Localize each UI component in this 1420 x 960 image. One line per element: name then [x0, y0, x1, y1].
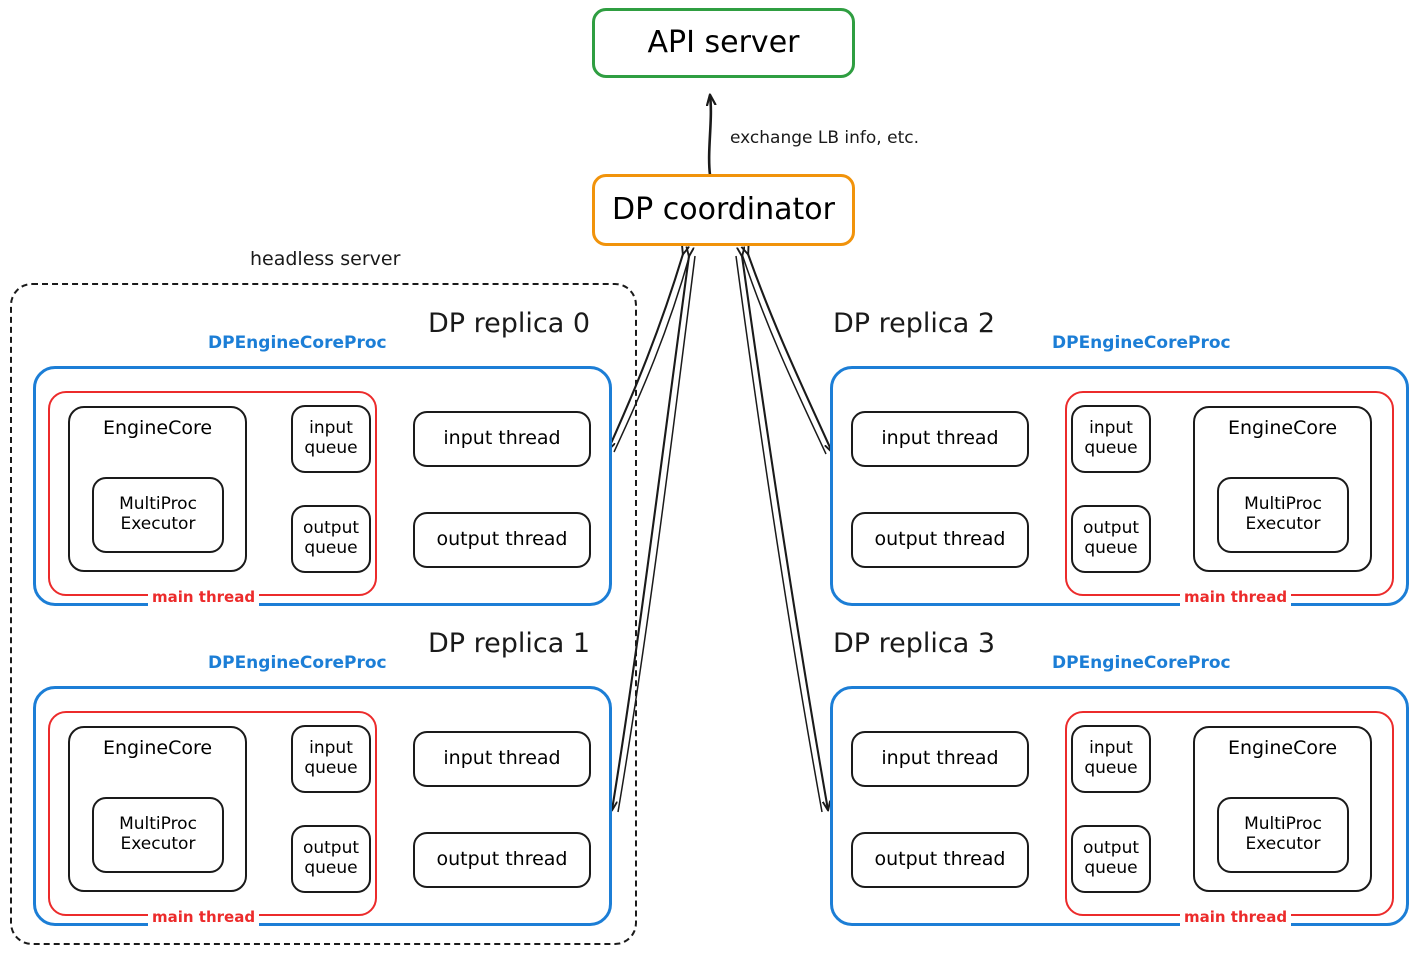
dp-replica-1-multiproc-executor[interactable]: MultiProc Executor: [92, 797, 224, 873]
dp-replica-1-proc-label: DPEngineCoreProc: [208, 653, 387, 673]
output-queue-line1: output: [302, 838, 360, 859]
dp-replica-0-main-thread-label: main thread: [148, 588, 260, 606]
dp-replica-0-title: DP replica 0: [428, 308, 591, 339]
multiproc-executor-line2: Executor: [1245, 834, 1321, 854]
output-queue-line1: output: [1082, 518, 1140, 539]
dp-replica-0-output-thread[interactable]: output thread: [413, 512, 591, 568]
dp-replica-2-title: DP replica 2: [833, 308, 996, 339]
engine-core-label: EngineCore: [1227, 737, 1338, 759]
dp-replica-0-multiproc-executor[interactable]: MultiProc Executor: [92, 477, 224, 553]
dp-replica-3-output-queue[interactable]: output queue: [1071, 825, 1151, 893]
dp-replica-3-title: DP replica 3: [833, 628, 996, 659]
multiproc-executor-line1: MultiProc: [119, 814, 197, 835]
dp-replica-3-output-thread[interactable]: output thread: [851, 832, 1029, 888]
output-queue-line2: queue: [304, 538, 358, 558]
dp-replica-0-input-queue[interactable]: input queue: [291, 405, 371, 473]
dp-replica-0-input-thread[interactable]: input thread: [413, 411, 591, 467]
multiproc-executor-line1: MultiProc: [1244, 814, 1322, 835]
output-thread-label: output thread: [874, 528, 1006, 551]
arrow-coordinator-replica-2: [742, 254, 832, 455]
dp-replica-3-input-queue[interactable]: input queue: [1071, 725, 1151, 793]
multiproc-executor-line1: MultiProc: [1244, 494, 1322, 515]
exchange-info-edge-label: exchange LB info, etc.: [730, 128, 919, 148]
dp-replica-2-multiproc-executor[interactable]: MultiProc Executor: [1217, 477, 1349, 553]
input-queue-line2: queue: [1084, 438, 1138, 458]
api-server-node[interactable]: API server: [592, 8, 855, 78]
dp-replica-2-output-thread[interactable]: output thread: [851, 512, 1029, 568]
input-thread-label: input thread: [881, 747, 999, 770]
output-thread-label: output thread: [436, 848, 568, 871]
arrow-api-coordinator: [709, 95, 711, 175]
dp-coordinator-node[interactable]: DP coordinator: [592, 174, 855, 246]
dp-replica-3-multiproc-executor[interactable]: MultiProc Executor: [1217, 797, 1349, 873]
dp-replica-1-output-queue[interactable]: output queue: [291, 825, 371, 893]
engine-core-label: EngineCore: [102, 417, 213, 439]
input-queue-line2: queue: [304, 758, 358, 778]
dp-replica-2-proc-label: DPEngineCoreProc: [1052, 333, 1231, 353]
engine-core-label: EngineCore: [1227, 417, 1338, 439]
output-thread-label: output thread: [436, 528, 568, 551]
multiproc-executor-line2: Executor: [120, 514, 196, 534]
input-queue-line1: input: [309, 738, 353, 759]
output-queue-line1: output: [302, 518, 360, 539]
output-thread-label: output thread: [874, 848, 1006, 871]
output-queue-line2: queue: [1084, 858, 1138, 878]
input-queue-line2: queue: [304, 438, 358, 458]
input-thread-label: input thread: [881, 427, 999, 450]
api-server-label: API server: [647, 24, 800, 60]
multiproc-executor-line2: Executor: [120, 834, 196, 854]
input-queue-line1: input: [1089, 738, 1133, 759]
dp-replica-1-output-thread[interactable]: output thread: [413, 832, 591, 888]
dp-replica-2-main-thread-label: main thread: [1180, 588, 1292, 606]
dp-replica-3-input-thread[interactable]: input thread: [851, 731, 1029, 787]
multiproc-executor-line2: Executor: [1245, 514, 1321, 534]
output-queue-line1: output: [1082, 838, 1140, 859]
input-thread-label: input thread: [443, 427, 561, 450]
dp-replica-2-input-queue[interactable]: input queue: [1071, 405, 1151, 473]
dp-replica-0-proc-label: DPEngineCoreProc: [208, 333, 387, 353]
dp-replica-0-output-queue[interactable]: output queue: [291, 505, 371, 573]
headless-server-boundary: [10, 283, 637, 945]
input-thread-label: input thread: [443, 747, 561, 770]
dp-replica-1-input-thread[interactable]: input thread: [413, 731, 591, 787]
engine-core-label: EngineCore: [102, 737, 213, 759]
dp-replica-1-input-queue[interactable]: input queue: [291, 725, 371, 793]
dp-replica-1-title: DP replica 1: [428, 628, 591, 659]
input-queue-line2: queue: [1084, 758, 1138, 778]
output-queue-line2: queue: [1084, 538, 1138, 558]
dp-replica-3-main-thread-label: main thread: [1180, 908, 1292, 926]
dp-replica-2-output-queue[interactable]: output queue: [1071, 505, 1151, 573]
output-queue-line2: queue: [304, 858, 358, 878]
dp-coordinator-label: DP coordinator: [612, 191, 835, 227]
dp-replica-1-main-thread-label: main thread: [148, 908, 260, 926]
headless-server-label: headless server: [250, 248, 401, 270]
dp-replica-3-proc-label: DPEngineCoreProc: [1052, 653, 1231, 673]
multiproc-executor-line1: MultiProc: [119, 494, 197, 515]
input-queue-line1: input: [309, 418, 353, 439]
arrow-coordinator-replica-3: [735, 256, 828, 813]
dp-replica-2-input-thread[interactable]: input thread: [851, 411, 1029, 467]
input-queue-line1: input: [1089, 418, 1133, 439]
